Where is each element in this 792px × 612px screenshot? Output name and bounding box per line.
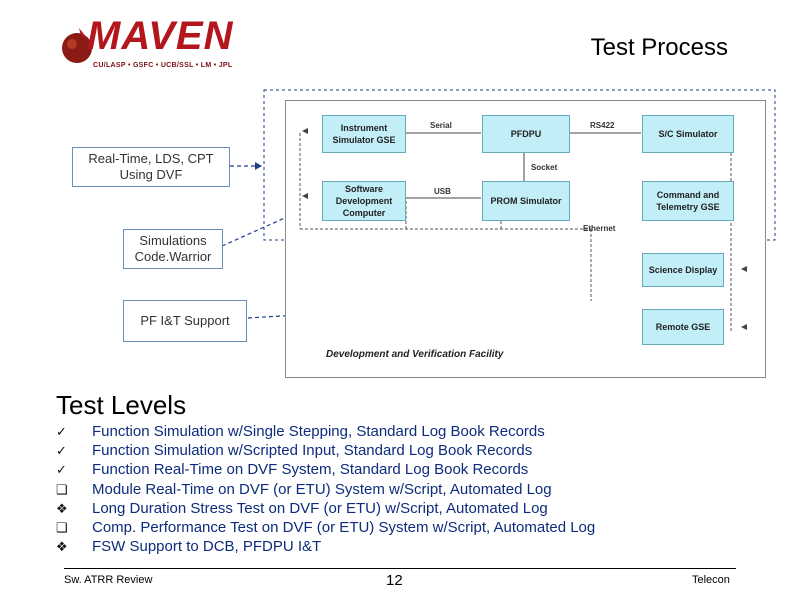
test-levels-heading: Test Levels	[56, 390, 187, 420]
footer-review: Sw. ATRR Review	[64, 574, 153, 586]
list-item: ❖Long Duration Stress Test on DVF (or ET…	[56, 499, 548, 517]
maven-logo: MAVEN CU/LASP • GSFC • UCB/SSL • LM • JP…	[55, 12, 232, 76]
planet-icon	[62, 28, 92, 63]
list-item: ❖FSW Support to DCB, PFDPU I&T	[56, 538, 322, 556]
bullet-icon: ❖	[56, 539, 68, 555]
test-levels-list: ✓Function Simulation w/Single Stepping, …	[56, 422, 595, 556]
bullet-icon: ❖	[56, 500, 68, 516]
bullet-icon: ❑	[56, 519, 68, 535]
logo-partners: CU/LASP • GSFC • UCB/SSL • LM • JPL	[93, 62, 233, 69]
bullet-icon: ❑	[56, 481, 68, 497]
list-item: ✓Function Simulation w/Scripted Input, S…	[56, 442, 533, 460]
footer-telecon: Telecon	[692, 574, 730, 586]
box-sc-simulator: S/C Simulator	[642, 115, 734, 153]
bullet-icon: ✓	[56, 424, 67, 439]
list-item: ❑Comp. Performance Test on DVF (or ETU) …	[56, 518, 596, 536]
diagram-caption: Development and Verification Facility	[326, 349, 504, 360]
list-item: ✓Function Simulation w/Single Stepping, …	[56, 423, 545, 440]
callout-pf-it: PF I&T Support	[123, 300, 247, 342]
callout-simulations: Simulations Code.Warrior	[123, 229, 223, 269]
bullet-icon: ✓	[56, 462, 67, 478]
bullet-icon: ✓	[56, 443, 67, 459]
logo-wordmark: MAVEN	[87, 14, 234, 58]
box-sw-dev-computer: Software Development Computer	[322, 181, 406, 221]
box-science-display: Science Display	[642, 253, 724, 287]
slide-title: Test Process	[590, 34, 728, 61]
dvf-diagram: Instrument Simulator GSE PFDPU S/C Simul…	[285, 100, 766, 378]
label-socket: Socket	[531, 163, 558, 172]
page-number: 12	[386, 572, 403, 589]
label-rs422: RS422	[590, 121, 615, 130]
label-ethernet: Ethernet	[583, 224, 616, 233]
label-usb: USB	[434, 187, 451, 196]
list-item: ❑Module Real-Time on DVF (or ETU) System…	[56, 480, 552, 498]
list-item: ✓Function Real-Time on DVF System, Stand…	[56, 461, 529, 479]
box-remote-gse: Remote GSE	[642, 309, 724, 345]
footer-divider	[64, 568, 736, 569]
label-serial: Serial	[430, 121, 452, 130]
box-prom-simulator: PROM Simulator	[482, 181, 570, 221]
box-cmd-tlm-gse: Command and Telemetry GSE	[642, 181, 734, 221]
box-instrument-simulator: Instrument Simulator GSE	[322, 115, 406, 153]
box-pfdpu: PFDPU	[482, 115, 570, 153]
callout-realtime: Real-Time, LDS, CPT Using DVF	[72, 147, 230, 187]
